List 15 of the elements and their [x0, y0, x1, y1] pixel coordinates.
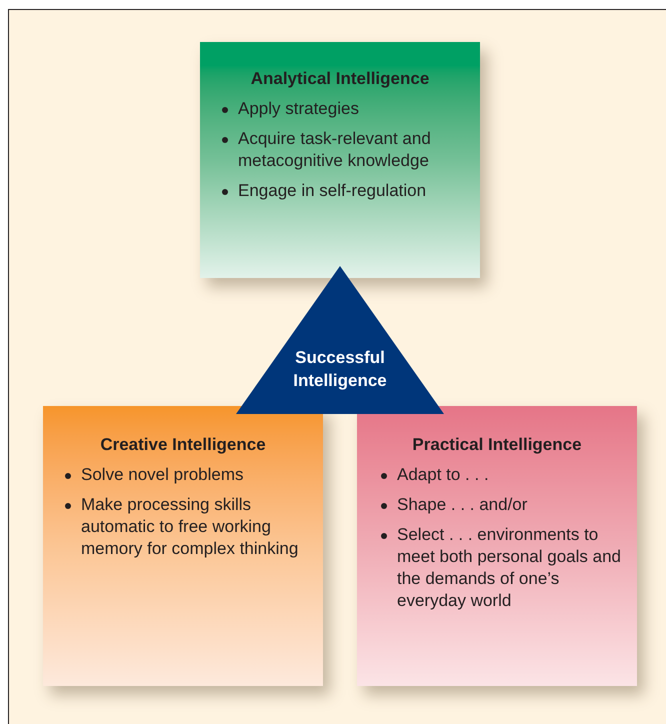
intelligence-card: [43, 406, 323, 686]
bullet-text: Shape . . . and/or: [397, 494, 528, 516]
intelligence-card: [200, 42, 480, 278]
card-heading: Creative Intelligence: [99, 434, 267, 456]
triangle-label: Successful Intelligence: [292, 347, 388, 392]
bullet-text: Engage in self-regulation: [238, 180, 426, 202]
bullet-text: Solve novel problems: [81, 464, 244, 486]
card-heading: Analytical Intelligence: [250, 68, 430, 90]
intelligence-card: [357, 406, 637, 686]
bullet-text: Adapt to . . .: [397, 464, 489, 486]
bullet-text: Apply strategies: [238, 98, 359, 120]
card-heading: Practical Intelligence: [411, 434, 583, 456]
bullet-text: Select . . . environments to meet both personal goals and the demands of one’s everyday world: [397, 524, 622, 612]
bullet-text: Acquire task-relevant and metacognitive knowledge: [238, 128, 432, 172]
bullet-text: Make processing skills automatic to free working memory for complex thinking: [81, 494, 300, 560]
